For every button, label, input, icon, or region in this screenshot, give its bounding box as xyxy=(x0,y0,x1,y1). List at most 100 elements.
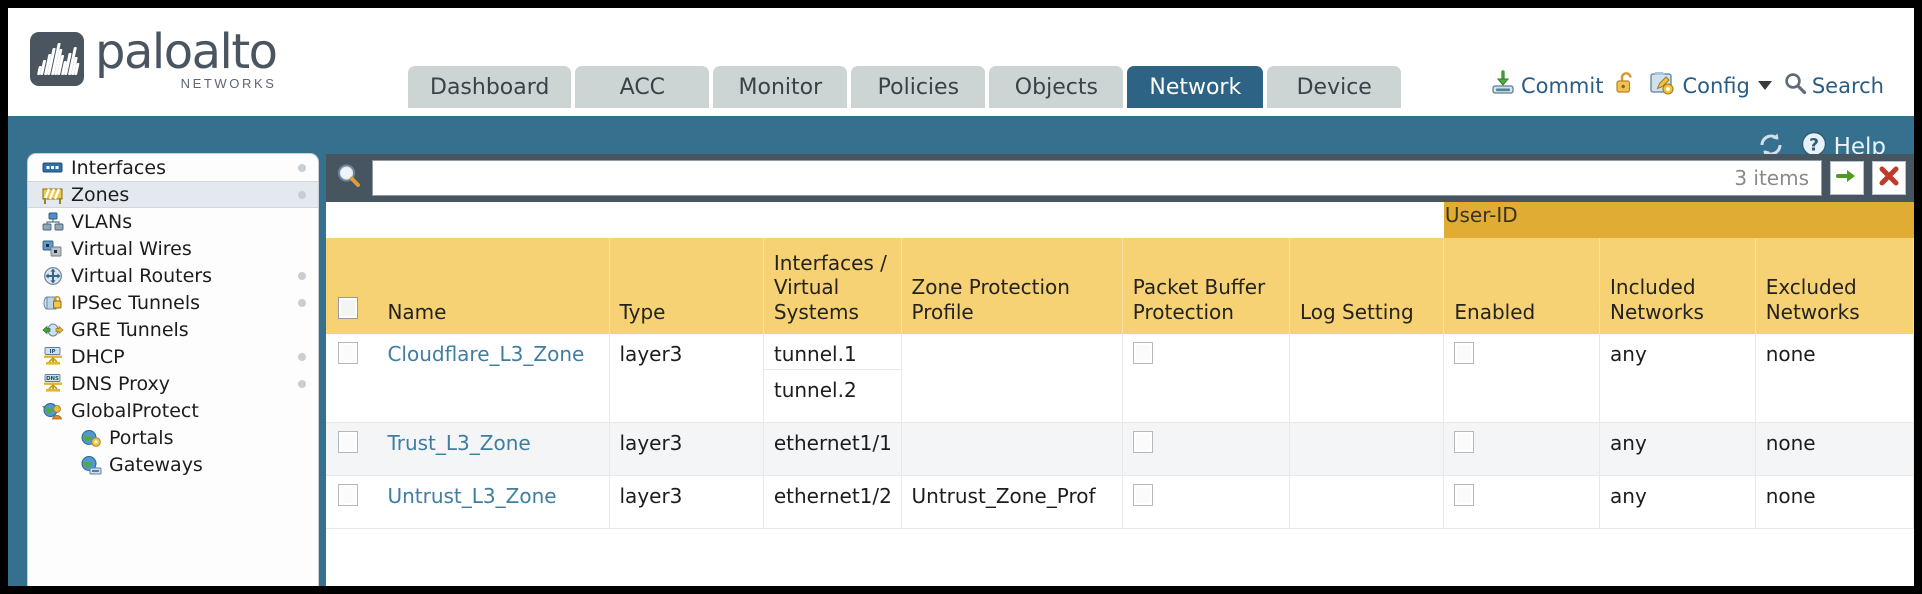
zones-icon xyxy=(42,185,64,205)
col-header-enabled[interactable]: Enabled xyxy=(1443,238,1601,334)
zone-interfaces-cell: tunnel.1 tunnel.2 xyxy=(763,334,902,423)
config-button[interactable]: Config xyxy=(1649,70,1772,101)
col-header-log-setting[interactable]: Log Setting xyxy=(1289,238,1445,334)
green-arrow-apply-icon xyxy=(1836,166,1858,191)
row-select-cell[interactable] xyxy=(326,334,378,423)
clear-filter-button[interactable] xyxy=(1872,161,1906,195)
sidebar-item-vlans[interactable]: VLANs xyxy=(28,208,318,235)
zone-name-cell: Trust_L3_Zone xyxy=(377,422,610,476)
zone-name-link[interactable]: Untrust_L3_Zone xyxy=(387,484,557,508)
col-header-zone-protection-profile[interactable]: Zone Protection Profile xyxy=(901,238,1123,334)
gre-tunnels-icon xyxy=(42,320,64,340)
brand-logo[interactable]: paloalto NETWORKS xyxy=(30,24,278,90)
vlans-icon xyxy=(42,212,64,232)
tab-network[interactable]: Network xyxy=(1127,66,1264,108)
tab-dashboard[interactable]: Dashboard xyxy=(408,66,572,108)
brand-name: paloalto xyxy=(95,24,278,80)
user-id-enabled-checkbox[interactable] xyxy=(1454,484,1475,506)
column-header-row: Name Type Interfaces / Virtual Systems Z… xyxy=(326,238,1914,334)
col-header-type[interactable]: Type xyxy=(609,238,764,334)
col-header-name[interactable]: Name xyxy=(377,238,610,334)
col-header-interfaces[interactable]: Interfaces / Virtual Systems xyxy=(763,238,902,334)
sidebar-item-portals[interactable]: Portals xyxy=(28,424,318,451)
tab-acc[interactable]: ACC xyxy=(575,66,710,108)
refresh-icon[interactable] xyxy=(1756,131,1786,164)
zone-name-link[interactable]: Trust_L3_Zone xyxy=(387,431,531,455)
included-networks-cell: any xyxy=(1599,475,1756,529)
user-id-enabled-checkbox[interactable] xyxy=(1454,342,1475,364)
packet-buffer-protection-cell xyxy=(1122,422,1290,476)
sidebar-item-label: Zones xyxy=(71,183,130,206)
interface-entry: ethernet1/2 xyxy=(773,484,892,508)
sidebar-item-label: DNS Proxy xyxy=(71,372,170,395)
sidebar-item-label: Gateways xyxy=(109,453,203,476)
lock-button[interactable] xyxy=(1614,70,1638,101)
sidebar-item-gateways[interactable]: Gateways xyxy=(28,451,318,478)
chevron-down-icon[interactable] xyxy=(1757,81,1772,90)
packet-buffer-protection-cell xyxy=(1122,475,1290,529)
user-id-enabled-checkbox[interactable] xyxy=(1454,431,1475,453)
search-button[interactable]: Search xyxy=(1783,71,1884,100)
tab-policies[interactable]: Policies xyxy=(851,66,986,108)
config-label: Config xyxy=(1682,73,1750,98)
interface-entry: tunnel.1 xyxy=(763,334,901,370)
packet-buffer-protection-checkbox[interactable] xyxy=(1132,342,1153,364)
sidebar-item-label: Virtual Routers xyxy=(71,264,212,287)
tab-objects[interactable]: Objects xyxy=(989,66,1124,108)
tab-monitor[interactable]: Monitor xyxy=(713,66,848,108)
col-header-packet-buffer-protection[interactable]: Packet Buffer Protection xyxy=(1122,238,1290,334)
dhcp-icon: IP xyxy=(42,346,64,367)
select-all-header[interactable] xyxy=(326,238,378,334)
sidebar-item-label: Virtual Wires xyxy=(71,237,192,260)
excluded-networks-cell: none xyxy=(1755,422,1914,476)
packet-buffer-protection-checkbox[interactable] xyxy=(1132,484,1153,506)
portals-icon xyxy=(80,428,102,448)
row-select-checkbox[interactable] xyxy=(338,431,358,453)
sidebar-item-label: VLANs xyxy=(71,210,133,233)
sidebar-item-globalprotect[interactable]: GlobalProtect xyxy=(28,397,318,424)
sidebar-item-label: IPSec Tunnels xyxy=(71,291,201,314)
tab-device[interactable]: Device xyxy=(1267,66,1402,108)
sidebar-item-zones[interactable]: Zones xyxy=(28,181,318,208)
virtual-routers-icon xyxy=(42,266,64,286)
sidebar-item-label: GRE Tunnels xyxy=(71,318,189,341)
sidebar-item-gre-tunnels[interactable]: GRE Tunnels xyxy=(28,316,318,343)
apply-filter-button[interactable] xyxy=(1830,161,1864,195)
table-body: Cloudflare_L3_Zone layer3 tunnel.1 tunnel.2… xyxy=(326,334,1914,529)
zone-type-cell: layer3 xyxy=(609,422,764,476)
group-header-user-id: User-ID xyxy=(1443,202,1914,238)
sidebar-item-interfaces[interactable]: Interfaces xyxy=(28,154,318,181)
sidebar-item-ipsec-tunnels[interactable]: IPSec Tunnels xyxy=(28,289,318,316)
interface-entry: tunnel.2 xyxy=(773,378,857,402)
commit-button[interactable]: Commit xyxy=(1490,70,1603,101)
packet-buffer-protection-checkbox[interactable] xyxy=(1132,431,1153,453)
row-select-cell[interactable] xyxy=(326,475,378,529)
row-select-checkbox[interactable] xyxy=(338,484,358,506)
included-networks-cell: any xyxy=(1599,334,1756,423)
col-header-included-networks[interactable]: Included Networks xyxy=(1599,238,1756,334)
log-setting-cell xyxy=(1289,422,1445,476)
sidebar-item-dns-proxy[interactable]: DNS DNS Proxy xyxy=(28,370,318,397)
log-setting-cell xyxy=(1289,334,1445,423)
dns-proxy-icon: DNS xyxy=(42,373,64,394)
zone-name-link[interactable]: Cloudflare_L3_Zone xyxy=(387,342,585,366)
sidebar-item-label: Portals xyxy=(109,426,174,449)
sidebar-item-status-dot xyxy=(298,379,306,388)
zone-type-cell: layer3 xyxy=(609,475,764,529)
search-magnifier-icon[interactable] xyxy=(334,161,364,196)
row-select-cell[interactable] xyxy=(326,422,378,476)
search-label: Search xyxy=(1811,73,1884,98)
app-frame: paloalto NETWORKS Dashboard ACC Monitor … xyxy=(8,8,1914,586)
col-header-excluded-networks[interactable]: Excluded Networks xyxy=(1755,238,1914,334)
sidebar-item-virtual-wires[interactable]: Virtual Wires xyxy=(28,235,318,262)
search-input[interactable]: 3 items xyxy=(372,160,1822,196)
sidebar-item-virtual-routers[interactable]: Virtual Routers xyxy=(28,262,318,289)
sidebar-item-status-dot xyxy=(298,352,306,361)
row-select-checkbox[interactable] xyxy=(338,342,358,364)
select-all-checkbox[interactable] xyxy=(338,296,358,319)
